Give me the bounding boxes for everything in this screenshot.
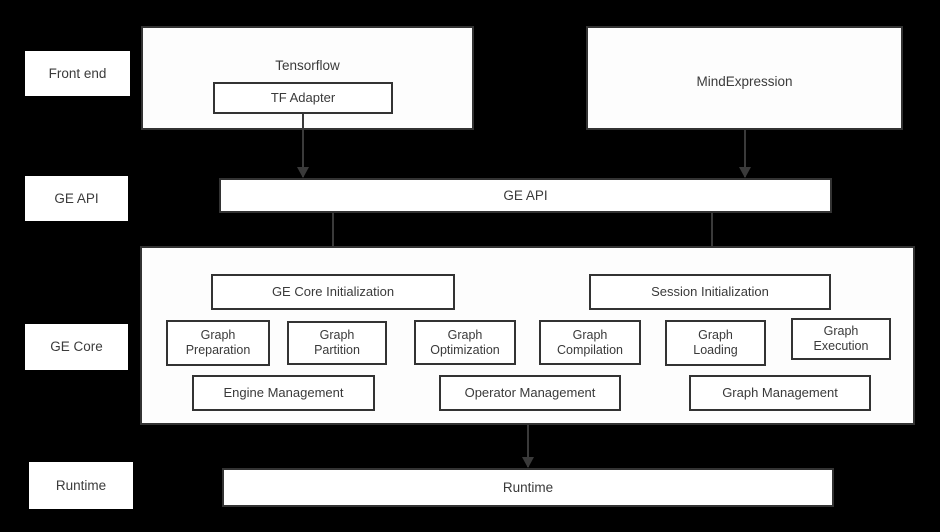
module-graph-optimization[interactable]: Graph Optimization [414,320,516,365]
module-graph-compilation[interactable]: Graph Compilation [539,320,641,365]
module-graph-partition-label: Graph Partition [314,328,360,357]
layer-label-front-end: Front end [25,51,130,96]
tf-adapter-label: TF Adapter [270,90,336,106]
module-graph-compilation-label: Graph Compilation [556,327,623,357]
arrow-tf-adapter-to-ge-api [302,114,304,177]
management-operator-management[interactable]: Operator Management [439,375,621,411]
layer-label-ge-core: GE Core [25,324,128,370]
session-initialization-box[interactable]: Session Initialization [589,274,831,310]
module-graph-loading[interactable]: Graph Loading [665,320,766,366]
arrow-ge-api-to-ge-core-initialization [332,213,334,272]
layer-label-runtime-text: Runtime [55,477,107,493]
management-engine-management[interactable]: Engine Management [192,375,375,411]
module-graph-loading-label: Graph Loading [693,328,738,357]
layer-label-ge-core-text: GE Core [50,339,103,355]
module-graph-preparation[interactable]: Graph Preparation [166,320,270,366]
mindexpression-title: MindExpression [696,74,793,89]
arrow-mindexpression-to-ge-api [744,130,746,177]
session-initialization-label: Session Initialization [651,284,769,300]
layer-label-runtime: Runtime [29,462,133,509]
management-engine-management-label: Engine Management [223,385,344,401]
arrow-ge-api-to-session-initialization [711,213,713,272]
layer-label-ge-api-text: GE API [54,190,99,206]
ge-api-box[interactable]: GE API [219,178,832,213]
module-graph-preparation-label: Graph Preparation [185,328,251,357]
tensorflow-panel[interactable]: Tensorflow [141,26,474,130]
tensorflow-title: Tensorflow [275,58,340,73]
mindexpression-panel[interactable]: MindExpression [586,26,903,130]
management-operator-management-label: Operator Management [464,385,596,401]
ge-core-initialization-box[interactable]: GE Core Initialization [211,274,455,310]
management-graph-management-label: Graph Management [722,385,838,401]
ge-core-initialization-label: GE Core Initialization [271,284,395,300]
layer-label-front-end-text: Front end [48,65,107,81]
module-graph-partition[interactable]: Graph Partition [287,321,387,365]
layer-label-ge-api: GE API [25,176,128,221]
runtime-box[interactable]: Runtime [222,468,834,507]
tf-adapter-box[interactable]: TF Adapter [213,82,393,114]
management-graph-management[interactable]: Graph Management [689,375,871,411]
module-graph-optimization-label: Graph Optimization [430,327,500,357]
arrow-ge-core-to-runtime [527,425,529,467]
runtime-label: Runtime [502,479,554,495]
module-graph-execution-label: Graph Execution [813,324,869,353]
module-graph-execution[interactable]: Graph Execution [791,318,891,360]
ge-api-label: GE API [503,187,548,203]
